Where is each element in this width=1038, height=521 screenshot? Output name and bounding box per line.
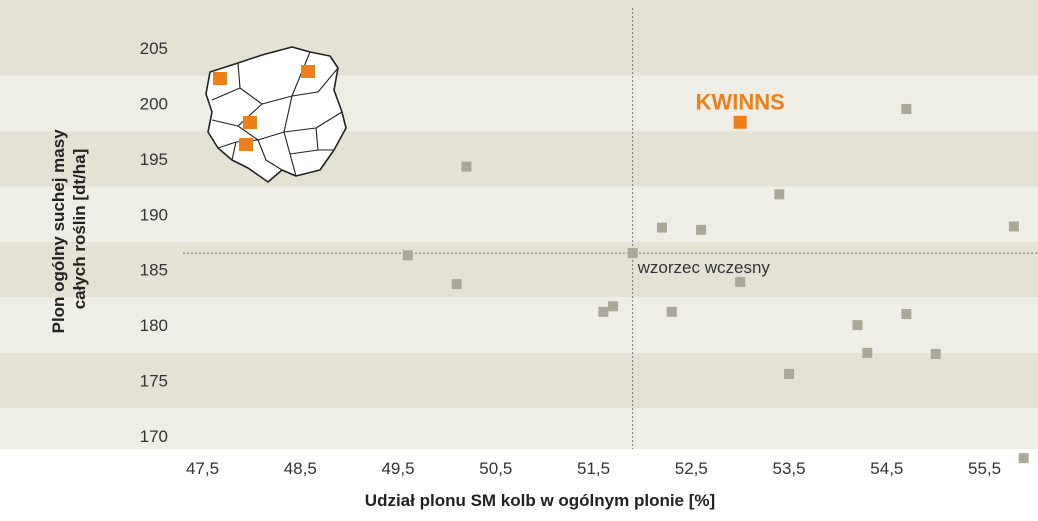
reference-label: wzorzec wczesny [637, 258, 771, 277]
x-tick-label: 47,5 [186, 459, 219, 478]
x-tick-label: 50,5 [479, 459, 512, 478]
map-marker-poznan [243, 116, 257, 129]
x-axis-label: Udział plonu SM kolb w ogólnym plonie [%… [365, 491, 715, 510]
background-bands [0, 0, 1038, 449]
x-tick-label: 53,5 [773, 459, 806, 478]
data-points [402, 103, 1029, 464]
map-marker-leszno [239, 138, 253, 151]
map-marker-olsztyn [301, 65, 315, 78]
band [0, 352, 1038, 409]
x-tick-label: 51,5 [577, 459, 610, 478]
data-point [930, 348, 941, 359]
band [0, 186, 1038, 242]
y-tick-label: 170 [140, 427, 168, 446]
x-tick-label: 49,5 [381, 459, 414, 478]
y-tick-label: 195 [140, 150, 168, 169]
y-axis-label-line2: całych roślin [dt/ha] [70, 149, 89, 310]
data-point [852, 320, 863, 331]
x-tick-label: 52,5 [675, 459, 708, 478]
y-axis-label-line1: Plon ogólny suchej masy [49, 129, 68, 334]
band [0, 75, 1038, 132]
band [0, 131, 1038, 187]
highlight-point-group: KWINNS [696, 89, 785, 129]
y-axis-ticks: 170 175 180 185 190 195 200 205 [140, 39, 168, 446]
y-tick-label: 185 [140, 261, 168, 280]
band [0, 242, 1038, 298]
y-tick-label: 175 [140, 372, 168, 391]
band [0, 408, 1038, 449]
highlight-point [733, 115, 747, 129]
y-tick-label: 205 [140, 39, 168, 58]
data-point [901, 103, 912, 114]
data-point [451, 279, 462, 290]
data-point [402, 250, 413, 261]
data-point [656, 222, 667, 233]
data-point [774, 189, 785, 200]
data-point [1008, 221, 1019, 232]
reference-point [627, 248, 638, 259]
data-point [461, 161, 472, 172]
y-tick-label: 190 [140, 205, 168, 224]
reference-lines [183, 8, 1038, 449]
y-axis-label: Plon ogólny suchej masy całych roślin [d… [49, 125, 89, 334]
data-point [608, 301, 619, 312]
band [0, 297, 1038, 353]
data-point [735, 276, 746, 287]
highlight-label: KWINNS [696, 89, 785, 114]
data-point [1018, 453, 1029, 464]
x-axis-ticks: 47,5 48,5 49,5 50,5 51,5 52,5 53,5 54,5 55,5 [186, 459, 1001, 478]
data-point [598, 306, 609, 317]
data-point [666, 306, 677, 317]
data-point [696, 224, 707, 235]
band [0, 0, 1038, 76]
data-point [901, 309, 912, 320]
y-tick-label: 200 [140, 94, 168, 113]
reference-point-group: wzorzec wczesny [627, 248, 771, 277]
data-point [862, 347, 873, 358]
map-marker-szczecin [213, 72, 227, 85]
x-tick-label: 48,5 [284, 459, 317, 478]
x-tick-label: 54,5 [870, 459, 903, 478]
y-tick-label: 180 [140, 316, 168, 335]
data-point [784, 368, 795, 379]
poland-map-icon [205, 46, 347, 183]
x-tick-label: 55,5 [968, 459, 1001, 478]
